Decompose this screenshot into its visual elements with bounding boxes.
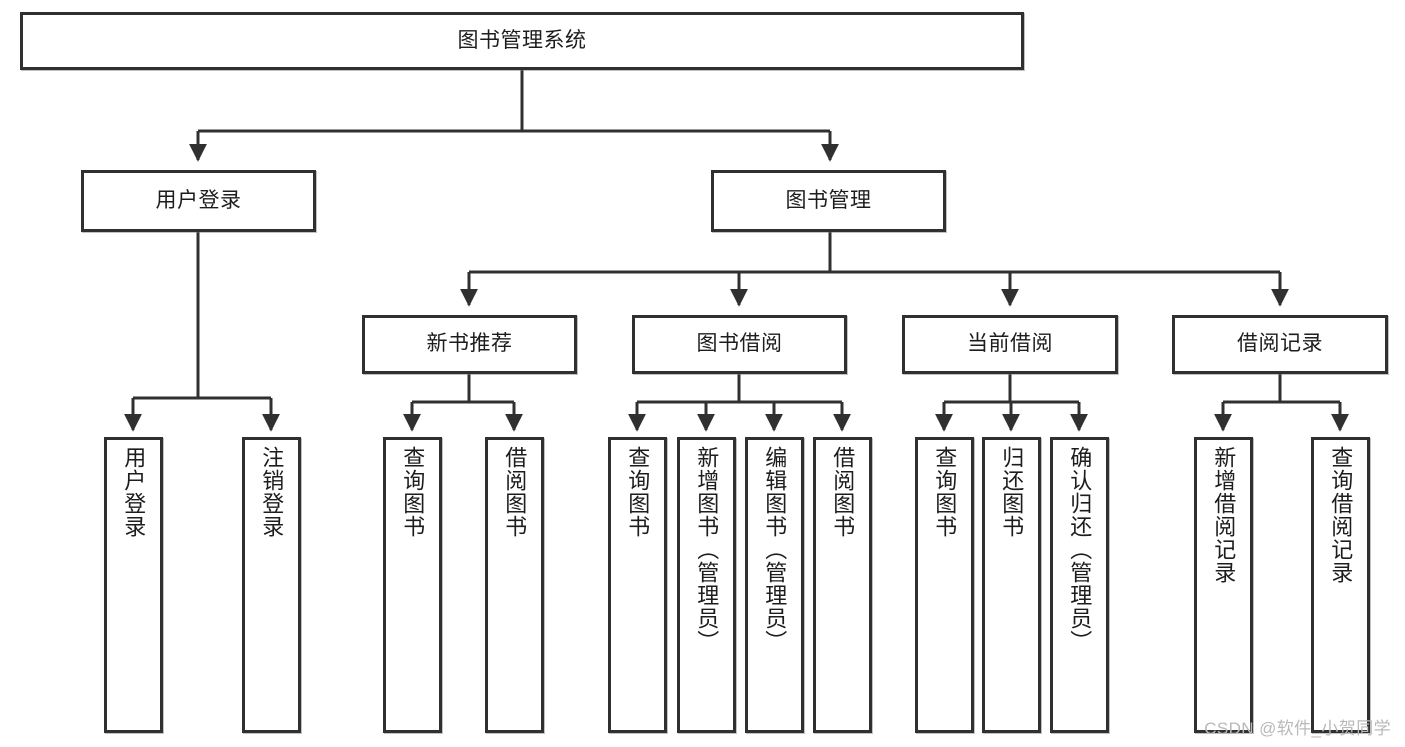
node-leaf-logout[interactable]: 注销登录 [242, 437, 301, 733]
node-new-book-recommend[interactable]: 新书推荐 [362, 315, 577, 374]
node-leaf-borrow-book-new-label: 借阅图书 [502, 446, 528, 538]
node-leaf-confirm-return-admin-label: 确认归还（管理员） [1067, 446, 1093, 653]
node-leaf-borrow-book-new[interactable]: 借阅图书 [485, 437, 544, 733]
node-leaf-borrow-book-label: 借阅图书 [830, 446, 856, 538]
node-leaf-search-book-current-label: 查询图书 [932, 446, 958, 538]
node-leaf-add-book-admin[interactable]: 新增图书（管理员） [677, 437, 736, 733]
node-leaf-search-book-new[interactable]: 查询图书 [383, 437, 442, 733]
node-book-manage-label: 图书管理 [785, 188, 872, 212]
node-user-login-label: 用户登录 [155, 188, 242, 212]
node-leaf-search-book-new-label: 查询图书 [400, 446, 426, 538]
node-borrow-record-label: 借阅记录 [1237, 332, 1323, 356]
node-leaf-logout-label: 注销登录 [259, 446, 285, 538]
node-leaf-add-borrow-record-label: 新增借阅记录 [1211, 446, 1237, 584]
node-user-login[interactable]: 用户登录 [81, 170, 316, 232]
node-leaf-add-borrow-record[interactable]: 新增借阅记录 [1194, 437, 1253, 733]
node-leaf-search-book-borrow-label: 查询图书 [625, 446, 651, 538]
node-leaf-edit-book-admin[interactable]: 编辑图书（管理员） [745, 437, 804, 733]
node-leaf-confirm-return-admin[interactable]: 确认归还（管理员） [1050, 437, 1109, 733]
node-root-label: 图书管理系统 [457, 28, 587, 52]
node-leaf-edit-book-admin-label: 编辑图书（管理员） [762, 446, 788, 653]
node-book-borrow[interactable]: 图书借阅 [632, 315, 847, 374]
node-leaf-borrow-book[interactable]: 借阅图书 [813, 437, 872, 733]
node-root[interactable]: 图书管理系统 [20, 12, 1024, 70]
node-book-manage[interactable]: 图书管理 [711, 170, 946, 232]
node-new-book-recommend-label: 新书推荐 [426, 332, 513, 356]
node-current-borrow[interactable]: 当前借阅 [902, 315, 1118, 374]
node-leaf-search-book-current[interactable]: 查询图书 [915, 437, 974, 733]
node-borrow-record[interactable]: 借阅记录 [1172, 315, 1388, 374]
watermark-text: CSDN @软件_小贺同学 [1204, 719, 1391, 738]
node-leaf-add-book-admin-label: 新增图书（管理员） [694, 446, 720, 653]
node-leaf-search-borrow-record[interactable]: 查询借阅记录 [1311, 437, 1370, 733]
node-leaf-user-login[interactable]: 用户登录 [104, 437, 163, 733]
node-current-borrow-label: 当前借阅 [967, 332, 1053, 356]
node-book-borrow-label: 图书借阅 [696, 332, 783, 356]
node-leaf-return-book[interactable]: 归还图书 [982, 437, 1041, 733]
node-leaf-user-login-label: 用户登录 [121, 446, 147, 538]
node-leaf-return-book-label: 归还图书 [999, 446, 1025, 538]
node-leaf-search-book-borrow[interactable]: 查询图书 [608, 437, 667, 733]
node-leaf-search-borrow-record-label: 查询借阅记录 [1328, 446, 1354, 584]
